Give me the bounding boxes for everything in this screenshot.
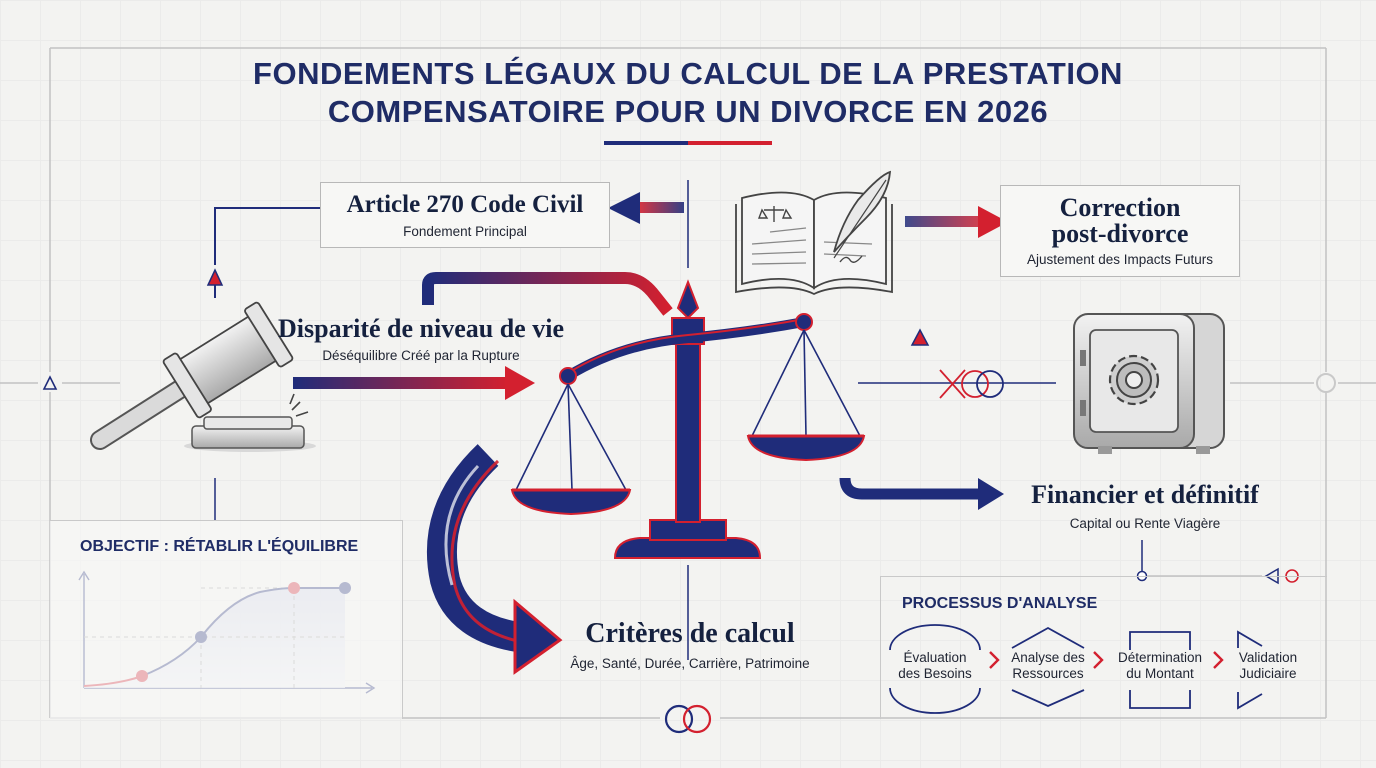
circle-marker-icon: [1316, 373, 1336, 393]
triangle-marker-icon: [206, 268, 224, 286]
criteres-label: Critères de calcul Âge, Santé, Durée, Ca…: [560, 618, 820, 671]
bottom-rings-icon: [664, 704, 712, 734]
arrow-to-scales: [293, 366, 535, 400]
correction-title-line-2: post-divorce: [1051, 219, 1189, 248]
disparite-title: Disparité de niveau de vie: [278, 314, 564, 343]
correction-subtitle: Ajustement des Impacts Futurs: [1026, 252, 1214, 267]
criteres-subtitle: Âge, Santé, Durée, Carrière, Patrimoine: [570, 656, 810, 671]
article-subtitle: Fondement Principal: [403, 224, 527, 239]
book-quill-icon: [735, 170, 893, 296]
triangle-marker-icon: [42, 375, 58, 390]
step-2-line-1: Analyse des: [1011, 650, 1085, 665]
page-title: FONDEMENTS LÉGAUX DU CALCUL DE LA PRESTA…: [0, 55, 1376, 131]
financier-subtitle: Capital ou Rente Viagère: [1069, 516, 1221, 531]
criteres-title: Critères de calcul: [585, 618, 795, 649]
objectif-card: [50, 520, 403, 719]
financier-title: Financier et définitif: [1031, 480, 1259, 509]
correction-box: Correction post-divorce Ajustement des I…: [1000, 185, 1240, 277]
article-box: Article 270 Code Civil Fondement Princip…: [320, 182, 610, 248]
financier-label: Financier et définitif Capital ou Rente …: [1010, 480, 1280, 531]
step-3-line-2: du Montant: [1126, 666, 1194, 681]
gavel-icon: [90, 301, 316, 452]
step-1-line-1: Évaluation: [903, 650, 967, 665]
correction-title-line-1: Correction: [1059, 193, 1181, 222]
processus-title: PROCESSUS D'ANALYSE: [902, 595, 1098, 612]
interlinked-rings-icon: [939, 369, 1004, 399]
title-line-1: FONDEMENTS LÉGAUX DU CALCUL DE LA PRESTA…: [253, 56, 1123, 91]
processus-card: [880, 576, 1327, 719]
processus-step-2: Analyse des Ressources: [998, 650, 1098, 682]
step-1-line-2: des Besoins: [898, 666, 972, 681]
safe-gear-icon: [1073, 313, 1225, 454]
arrow-to-article: [608, 192, 684, 224]
processus-shapes: [889, 624, 1263, 714]
curved-arrow-to-criteres: [426, 444, 563, 675]
hook-connector: [422, 272, 673, 316]
step-4-line-2: Judiciaire: [1239, 666, 1297, 681]
step-2-line-2: Ressources: [1012, 666, 1084, 681]
disparite-subtitle: Déséquilibre Créé par la Rupture: [322, 348, 520, 363]
disparite-label: Disparité de niveau de vie Déséquilibre …: [276, 314, 566, 363]
article-title: Article 270 Code Civil: [346, 191, 584, 218]
processus-step-3: Détermination du Montant: [1110, 650, 1210, 682]
arrow-to-correction: [905, 206, 1008, 238]
title-line-2: COMPENSATOIRE POUR UN DIVORCE EN 2026: [327, 94, 1049, 129]
objectif-title: OBJECTIF : RÉTABLIR L'ÉQUILIBRE: [80, 538, 359, 555]
step-3-line-1: Détermination: [1117, 650, 1203, 665]
scales-icon: [510, 279, 866, 559]
step-4-line-1: Validation: [1238, 650, 1298, 665]
processus-step-1: Évaluation des Besoins: [885, 650, 985, 682]
arrow-to-financier: [839, 477, 1004, 510]
processus-step-4: Validation Judiciaire: [1218, 650, 1318, 682]
frame-lines: [0, 47, 1376, 719]
